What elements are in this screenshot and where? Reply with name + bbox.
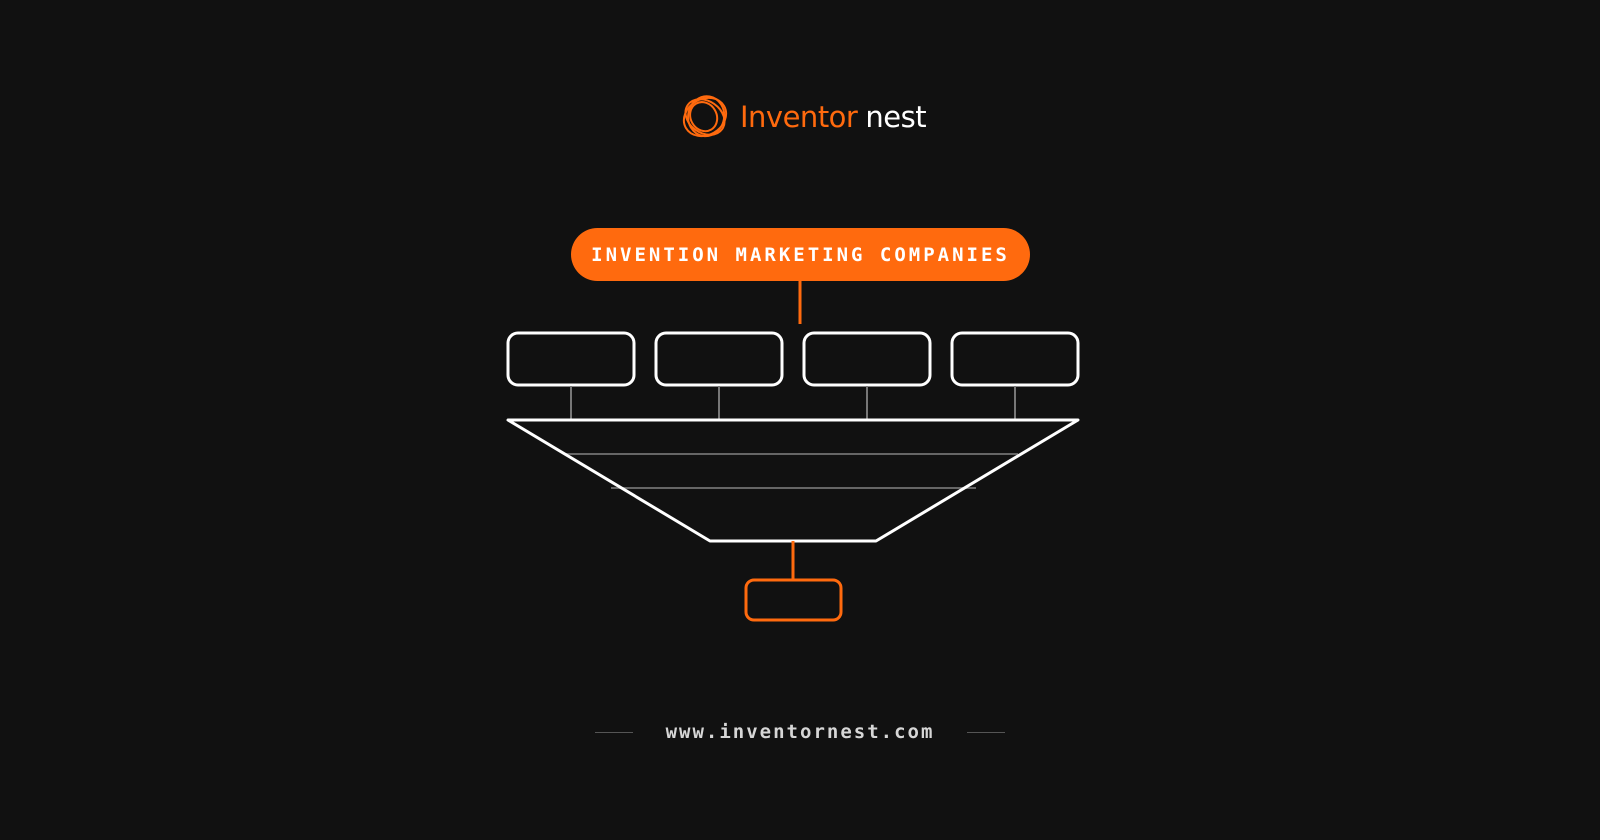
orbit-logo-icon — [682, 95, 728, 138]
footer-divider-left — [595, 731, 633, 733]
input-box-2 — [654, 331, 784, 387]
input-box-3 — [802, 331, 932, 387]
diagram-title: INVENTION MARKETING COMPANIES — [591, 243, 1010, 266]
input-box-4 — [950, 331, 1080, 387]
brand-name-part1: Inventor — [740, 99, 858, 134]
diagram-title-pill: INVENTION MARKETING COMPANIES — [571, 228, 1030, 281]
brand-name-part2: nest — [865, 99, 927, 134]
output-box — [744, 578, 843, 622]
footer: www.inventornest.com — [595, 720, 1005, 744]
footer-divider-right — [967, 731, 1005, 733]
website-url: www.inventornest.com — [665, 721, 935, 743]
input-box-1 — [506, 331, 636, 387]
funnel-outline — [506, 418, 1080, 543]
